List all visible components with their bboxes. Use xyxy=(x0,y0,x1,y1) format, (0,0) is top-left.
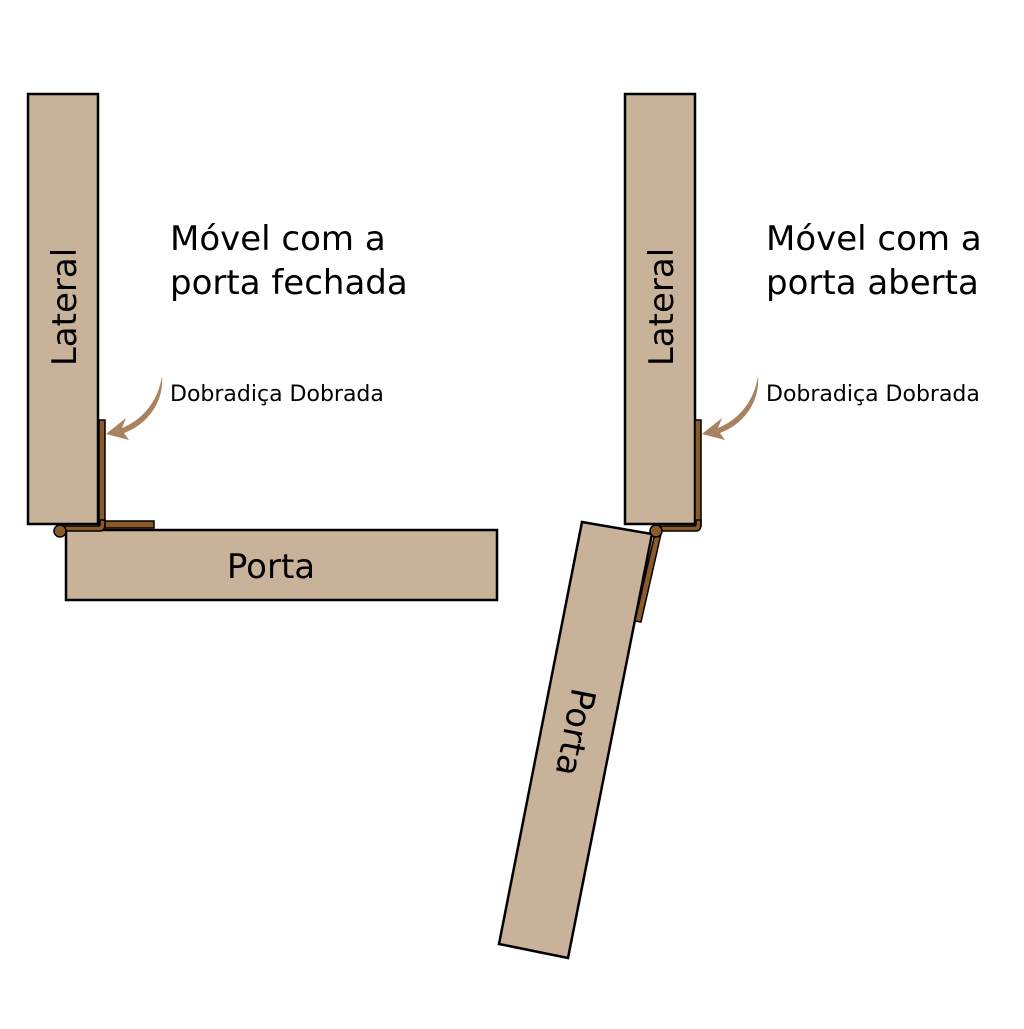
closed-hinge-leaf-vertical xyxy=(98,419,106,527)
open-hinge-bend xyxy=(655,519,702,532)
closed-hinge-bend xyxy=(61,519,106,532)
closed-hinge-leaf-horizontal xyxy=(104,520,155,529)
open-hinge-leaf-vertical xyxy=(694,419,702,527)
closed-title-line1: Móvel com a xyxy=(170,219,386,259)
open-hinge xyxy=(634,419,702,623)
closed-title-line2: porta fechada xyxy=(170,263,408,303)
hinge-pin-icon xyxy=(649,524,663,538)
open-side-panel xyxy=(623,92,697,526)
closed-hinge-label: Dobradiça Dobrada xyxy=(170,382,384,407)
closed-side-panel xyxy=(26,92,100,526)
closed-door-label: Porta xyxy=(227,547,315,587)
open-title-line2: porta aberta xyxy=(766,263,979,303)
curved-arrow-icon xyxy=(702,376,759,440)
closed-hinge xyxy=(53,419,155,538)
open-side-label: Lateral xyxy=(642,248,682,366)
closed-door-panel xyxy=(64,528,499,602)
open-title-line1: Móvel com a xyxy=(766,219,982,259)
curved-arrow-icon xyxy=(106,376,163,440)
open-door-panel xyxy=(497,520,654,960)
closed-cabinet-group: Móvel com a porta fechada Dobradiça Dobr… xyxy=(26,92,499,602)
open-hinge-label: Dobradiça Dobrada xyxy=(766,382,980,407)
closed-side-label: Lateral xyxy=(45,248,85,366)
open-cabinet-group: Móvel com a porta aberta Dobradiça Dobra… xyxy=(497,92,982,960)
hinge-pin-icon xyxy=(53,524,67,538)
